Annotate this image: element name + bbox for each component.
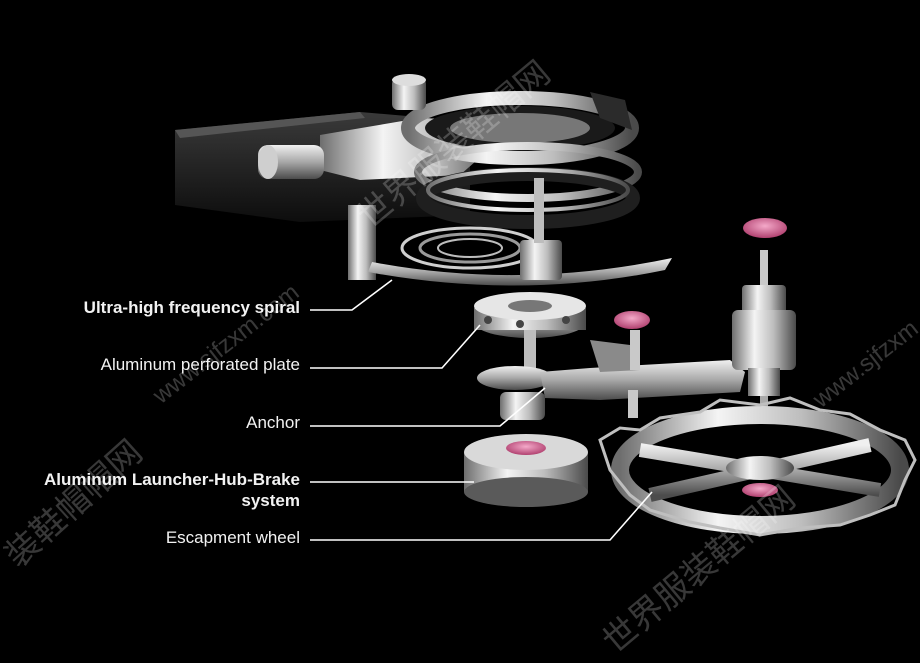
leader-line-spiral xyxy=(310,279,393,311)
perforated-plate xyxy=(474,292,586,370)
leader-line-anchor xyxy=(310,387,546,427)
ruby-jewel-anchor xyxy=(614,311,650,329)
leader-line-plate xyxy=(310,324,481,369)
ruby-jewel-top xyxy=(743,218,787,238)
top-screw xyxy=(392,78,426,110)
leader-line-escapement xyxy=(310,491,653,541)
launcher-hub-brake xyxy=(464,434,588,507)
bridge-assembly xyxy=(175,74,672,286)
pallet-anchor xyxy=(477,311,745,420)
leader-lines xyxy=(310,279,653,541)
label-aluminum-perforated-plate: Aluminum perforated plate xyxy=(100,355,300,374)
label-launcher-hub-brake-line1: Aluminum Launcher-Hub-Brake xyxy=(44,470,300,489)
label-anchor: Anchor xyxy=(246,413,300,432)
balance-arm xyxy=(368,258,672,286)
ruby-jewel-wheel xyxy=(742,483,778,497)
escapement-wheel xyxy=(598,396,917,537)
exploded-movement-diagram xyxy=(175,74,917,541)
label-launcher-hub-brake-line2: system xyxy=(241,491,300,510)
spring-barrel-disc-2 xyxy=(416,167,640,229)
escape-pinion-pillar xyxy=(732,218,796,418)
spring-barrel-disc-1 xyxy=(414,142,642,202)
label-escapement-wheel: Escapment wheel xyxy=(165,528,300,547)
balance-cock-ring xyxy=(401,91,639,165)
label-ultra-high-frequency-spiral: Ultra-high frequency spiral xyxy=(83,298,300,317)
